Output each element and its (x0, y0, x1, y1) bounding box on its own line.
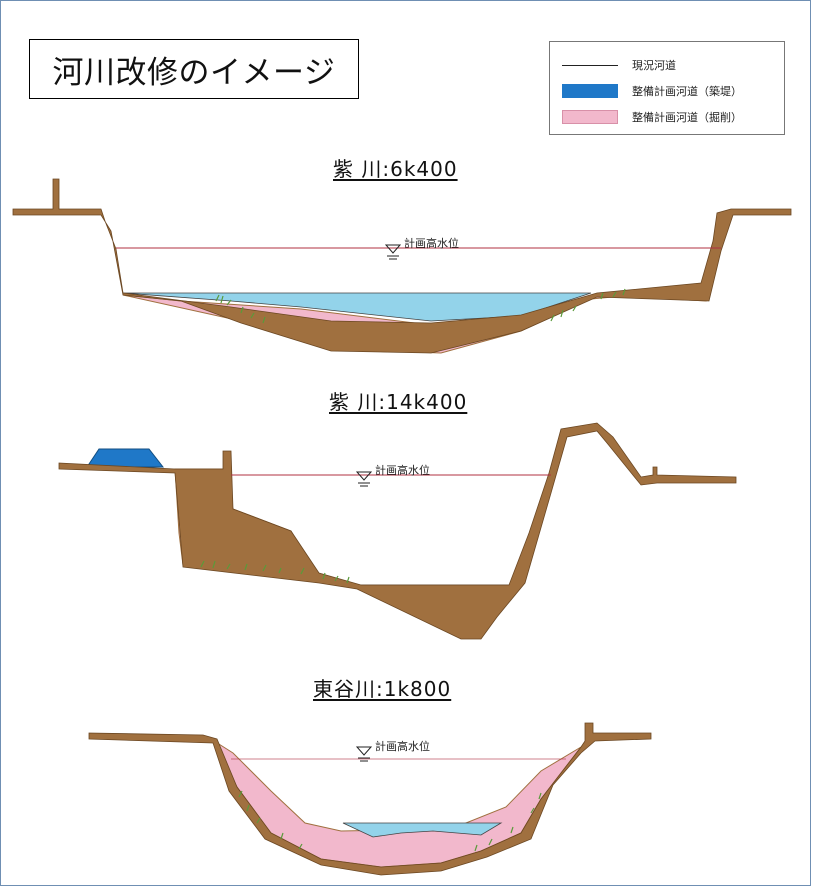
section-title-1: 紫 川:6k400 (333, 157, 458, 181)
legend-label: 整備計画河道（築堤） (632, 85, 742, 98)
ground-profile (88, 722, 652, 876)
cross-section-2: 計画高水位 (58, 422, 737, 640)
vegetation-icon (215, 288, 626, 324)
embankment-area (86, 448, 165, 468)
vegetation-icon (200, 560, 350, 584)
legend-item-excavation: 整備計画河道（掘削） (562, 108, 742, 126)
legend-swatch-line (562, 64, 618, 66)
vegetation-icon (238, 790, 542, 852)
hwl-marker-icon (355, 471, 373, 487)
legend-item-current-channel: 現況河道 (562, 56, 676, 74)
legend-item-embankment: 整備計画河道（築堤） (562, 82, 742, 100)
legend: 現況河道 整備計画河道（築堤） 整備計画河道（掘削） (549, 41, 785, 135)
water-area (122, 292, 592, 322)
hwl-label: 計画高水位 (404, 236, 459, 250)
hwl-marker-icon (384, 244, 402, 260)
hwl-marker-icon (355, 746, 373, 762)
section-title-3: 東谷川:1k800 (313, 677, 452, 701)
legend-swatch-embankment (562, 84, 618, 98)
cross-section-3: 計画高水位 (88, 722, 652, 876)
section-title-2: 紫 川:14k400 (329, 390, 468, 414)
legend-label: 現況河道 (632, 59, 676, 72)
excavation-area (209, 737, 582, 868)
cross-section-1: 計画高水位 (12, 178, 792, 354)
hwl-label: 計画高水位 (375, 463, 430, 477)
hwl-label: 計画高水位 (375, 739, 430, 753)
legend-label: 整備計画河道（掘削） (632, 111, 742, 124)
diagram-title: 河川改修のイメージ (29, 39, 359, 99)
water-area (342, 822, 503, 838)
ground-profile (58, 422, 737, 640)
legend-swatch-excavation (562, 110, 618, 124)
ground-profile (12, 178, 792, 354)
